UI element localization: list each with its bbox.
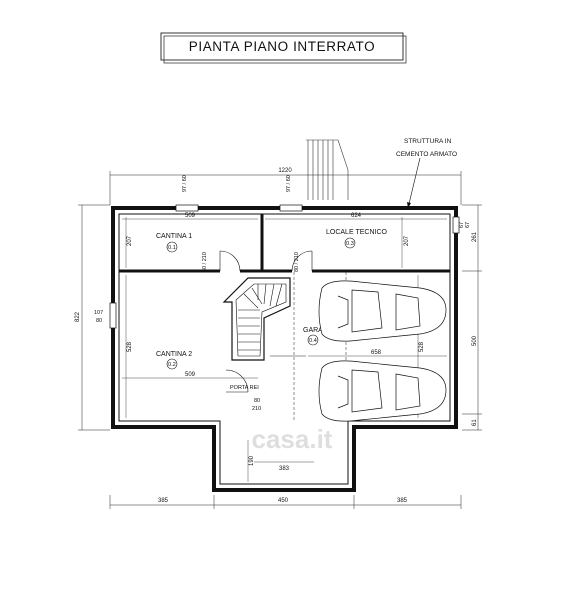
plan-title: PIANTA PIANO INTERRATO	[189, 39, 375, 54]
right-window-b: 67	[465, 222, 471, 228]
dim-top	[109, 171, 462, 205]
win2-label: 97 / 60	[286, 175, 292, 192]
window-left	[109, 302, 117, 329]
dim-right-bottom: 61	[472, 419, 478, 426]
room-cantina1-code: 0.1	[168, 245, 176, 251]
car-bottom	[318, 360, 447, 422]
room-cantina2-marker	[166, 358, 178, 370]
window-right	[452, 216, 460, 234]
dim-cantina2-depth: 528	[127, 341, 133, 352]
window-top-1	[175, 204, 199, 212]
door-locale	[291, 250, 313, 272]
door2-dims: 80 / 210	[294, 252, 300, 272]
title-box	[160, 32, 404, 61]
dim-left	[78, 204, 110, 431]
left-window-a: 107	[94, 310, 103, 316]
title-box-shadow	[163, 35, 407, 64]
dim-right-mid: 500	[472, 335, 478, 346]
room-cantina1-name: CANTINA 1	[156, 233, 192, 240]
rei-dim-b: 210	[252, 406, 261, 412]
room-garage-marker	[307, 334, 319, 346]
window-top-2	[279, 204, 303, 212]
annotation-line1: STRUTTURA IN	[404, 138, 452, 145]
inner-outline	[118, 213, 451, 485]
room-cantina2-code: 0.2	[168, 362, 176, 368]
dim-cantina2-width: 509	[185, 372, 196, 378]
room-locale-marker	[344, 237, 356, 249]
dim-cantina1-depth: 207	[127, 235, 133, 246]
dim-overall-height: 822	[75, 311, 81, 322]
annotation-line2: CEMENTO ARMATO	[396, 151, 457, 158]
door-cantina1	[219, 250, 241, 272]
dim-garage-width: 658	[371, 350, 382, 356]
annotation-leader	[407, 157, 421, 209]
porta-rei-label: PORTA REI	[230, 385, 259, 391]
room-cantina1-marker	[166, 241, 178, 253]
room-garage-code: 0.4	[309, 338, 317, 344]
watermark: casa.it	[252, 424, 333, 454]
dim-bottom-mid: 450	[278, 498, 289, 504]
room-locale-code: 0.3	[346, 241, 354, 247]
interior-stair	[222, 277, 291, 361]
door-porta-rei	[225, 369, 249, 393]
win1-label: 97 / 60	[182, 175, 188, 192]
rei-dim-a: 80	[254, 398, 260, 404]
dim-locale-width: 624	[351, 213, 362, 219]
dim-bottom-left: 385	[158, 498, 169, 504]
dim-locale-depth: 207	[404, 235, 410, 246]
left-window-b: 80	[96, 318, 102, 324]
dim-bottom	[109, 495, 462, 509]
room-cantina2-name: CANTINA 2	[156, 351, 192, 358]
interior-walls	[119, 214, 450, 273]
dim-overall-width: 1220	[278, 168, 292, 174]
car-top	[318, 280, 447, 342]
external-stair	[306, 139, 349, 200]
dim-ramp-width: 383	[279, 466, 290, 472]
door1-dims: 80 / 210	[202, 252, 208, 272]
dim-cantina1-width: 509	[185, 213, 196, 219]
garage-lines	[270, 272, 347, 420]
dim-right	[462, 204, 482, 431]
dim-garage-depth: 528	[419, 341, 425, 352]
dim-right-top: 261	[472, 231, 478, 242]
dim-bottom-right: 385	[397, 498, 408, 504]
outer-walls	[111, 206, 458, 492]
dim-ramp-depth: 190	[249, 455, 255, 466]
right-window-a: 67	[459, 222, 465, 228]
room-locale-name: LOCALE TECNICO	[326, 229, 387, 236]
room-garage-name: GARAGE	[303, 327, 333, 334]
